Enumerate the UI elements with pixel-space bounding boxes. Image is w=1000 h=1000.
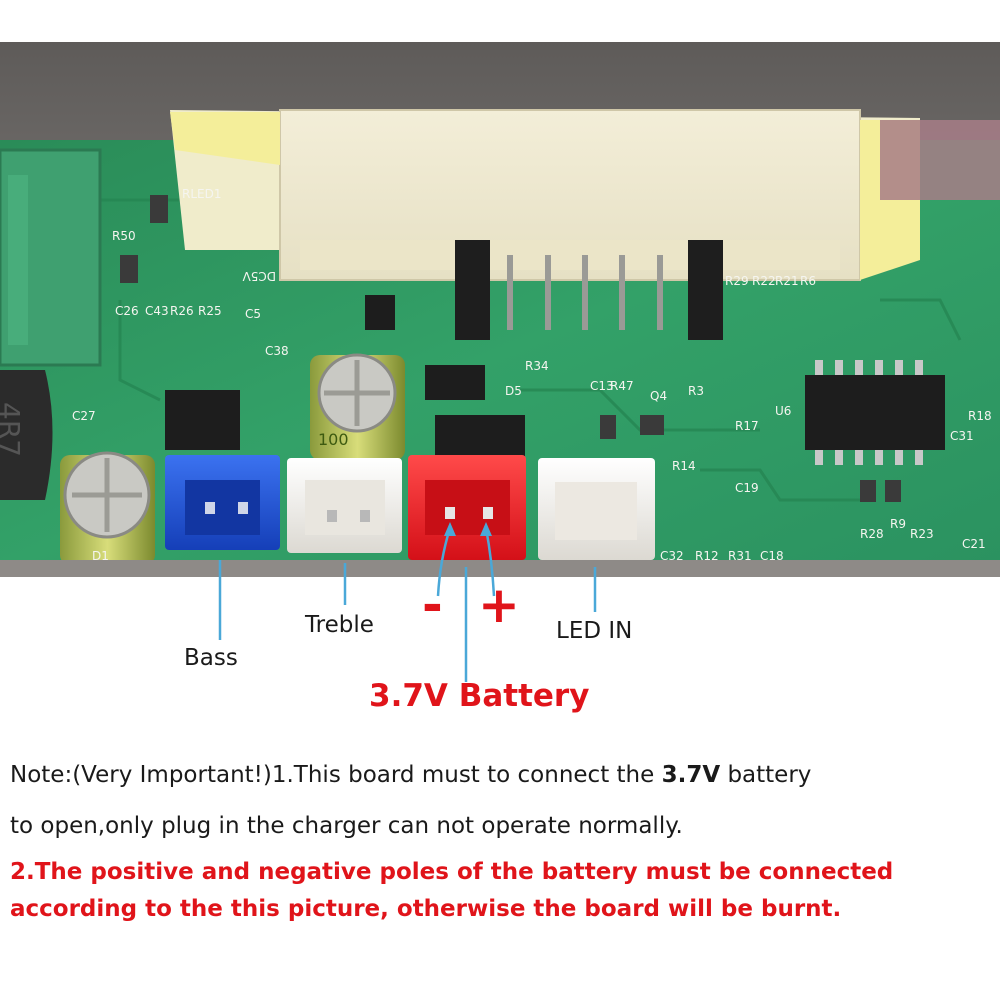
silk-r9: R9 xyxy=(890,517,906,531)
silk-c18: C18 xyxy=(760,549,784,563)
note-line-1: Note:(Very Important!)1.This board must … xyxy=(10,762,995,788)
display-pins xyxy=(507,255,663,330)
silk-r12: R12 xyxy=(695,549,719,563)
battery-minus-label: - xyxy=(422,576,443,634)
treble-label: Treble xyxy=(305,612,374,638)
silk-c43: C43 xyxy=(145,304,169,318)
silk-r6: R6 xyxy=(800,274,816,288)
bass-label: Bass xyxy=(184,645,238,671)
connector-treble xyxy=(287,458,402,553)
led-display-module xyxy=(170,109,1000,281)
capacitor-marking: 100 xyxy=(318,430,349,449)
silk-q4: Q4 xyxy=(650,389,667,403)
silk-r26: R26 xyxy=(170,304,194,318)
connector-bass xyxy=(165,455,280,550)
silk-c19: C19 xyxy=(735,481,759,495)
silk-c27: C27 xyxy=(72,409,96,423)
silk-c26: C26 xyxy=(115,304,139,318)
silk-r47: R47 xyxy=(610,379,634,393)
ic-chip-left xyxy=(165,390,240,450)
resistor-pair xyxy=(435,415,525,460)
silk-rled1: RLED1 xyxy=(182,187,221,201)
note-warning-line-1: 2.The positive and negative poles of the… xyxy=(10,859,894,885)
silk-c21: C21 xyxy=(962,537,986,551)
silk-dc5v: DC5V xyxy=(242,269,276,283)
diode-d5 xyxy=(425,365,485,400)
silk-r18: R18 xyxy=(968,409,992,423)
silk-r17: R17 xyxy=(735,419,759,433)
silk-r34: R34 xyxy=(525,359,549,373)
silk-c38: C38 xyxy=(265,344,289,358)
note-warning-line-2: according to the this picture, otherwise… xyxy=(10,896,842,922)
inductor xyxy=(0,370,53,500)
note-line-1-pre: Note:(Very Important!)1.This board must … xyxy=(10,762,662,788)
silk-r50: R50 xyxy=(112,229,136,243)
silk-r22: R22 xyxy=(752,274,776,288)
silk-r25: R25 xyxy=(198,304,222,318)
svg-text:4R7: 4R7 xyxy=(0,402,26,457)
silk-r28: R28 xyxy=(860,527,884,541)
silk-r21: R21 xyxy=(775,274,799,288)
silk-d1: D1 xyxy=(92,549,109,563)
silk-c31: C31 xyxy=(950,429,974,443)
note-voltage-bold: 3.7V xyxy=(661,762,721,788)
silk-r3: R3 xyxy=(688,384,704,398)
silk-r29: R29 xyxy=(725,274,749,288)
connector-led-in xyxy=(538,458,655,560)
silk-u6: U6 xyxy=(775,404,791,418)
silk-r23: R23 xyxy=(910,527,934,541)
callout-lines xyxy=(218,560,597,682)
led-in-label: LED IN xyxy=(556,618,633,644)
silk-c5: C5 xyxy=(245,307,261,321)
note-line-1-post: battery xyxy=(720,762,812,788)
ic-chip-u6 xyxy=(805,375,945,450)
silk-c32: C32 xyxy=(660,549,684,563)
silk-r31: R31 xyxy=(728,549,752,563)
connector-battery xyxy=(408,455,526,560)
silk-d5: D5 xyxy=(505,384,522,398)
battery-plus-label: + xyxy=(478,576,520,634)
silk-c13: C13 xyxy=(590,379,614,393)
battery-label: 3.7V Battery xyxy=(369,678,590,714)
silk-r14: R14 xyxy=(672,459,696,473)
note-line-2: to open,only plug in the charger can not… xyxy=(10,813,683,839)
